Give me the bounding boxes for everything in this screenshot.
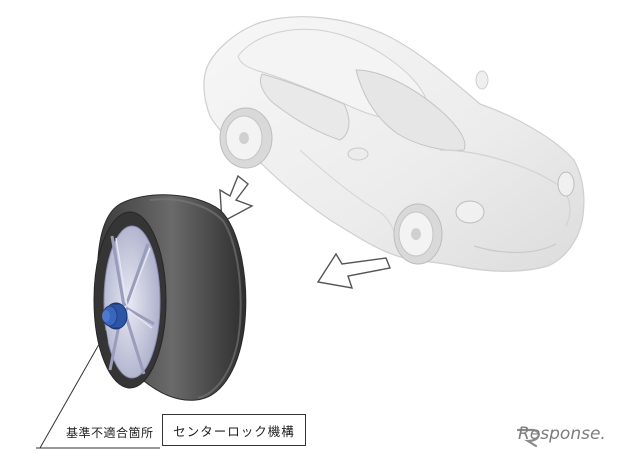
car-headlight-right: [557, 171, 575, 197]
watermark-text: Response.: [518, 424, 606, 444]
car-bumper: [473, 243, 557, 254]
car-front-wheel: [393, 203, 443, 265]
leader-line-icon: [36, 331, 107, 449]
car-mirror-right: [475, 70, 489, 90]
center-lock-nut: [102, 302, 128, 330]
car-headlight-left: [455, 200, 485, 224]
tire-tread: [149, 198, 242, 399]
car-hood: [439, 149, 571, 227]
arrow-down-left-icon: [219, 174, 254, 224]
car-illustration: [203, 16, 585, 272]
car-windshield: [355, 69, 466, 151]
mechanism-label-box: センターロック機構: [162, 414, 306, 446]
mechanism-label: センターロック機構: [173, 423, 295, 439]
defect-location-label: 基準不適合箇所: [66, 426, 154, 440]
car-mirror: [347, 147, 369, 161]
response-logo-icon: [516, 428, 540, 448]
tire-wheel-detail: [93, 194, 247, 401]
leader-arrowhead: [100, 330, 108, 342]
response-watermark: Response.: [518, 424, 606, 444]
arrow-left-icon: [316, 252, 391, 289]
car-rear-wheel: [219, 107, 273, 169]
car-side-window: [259, 73, 350, 141]
